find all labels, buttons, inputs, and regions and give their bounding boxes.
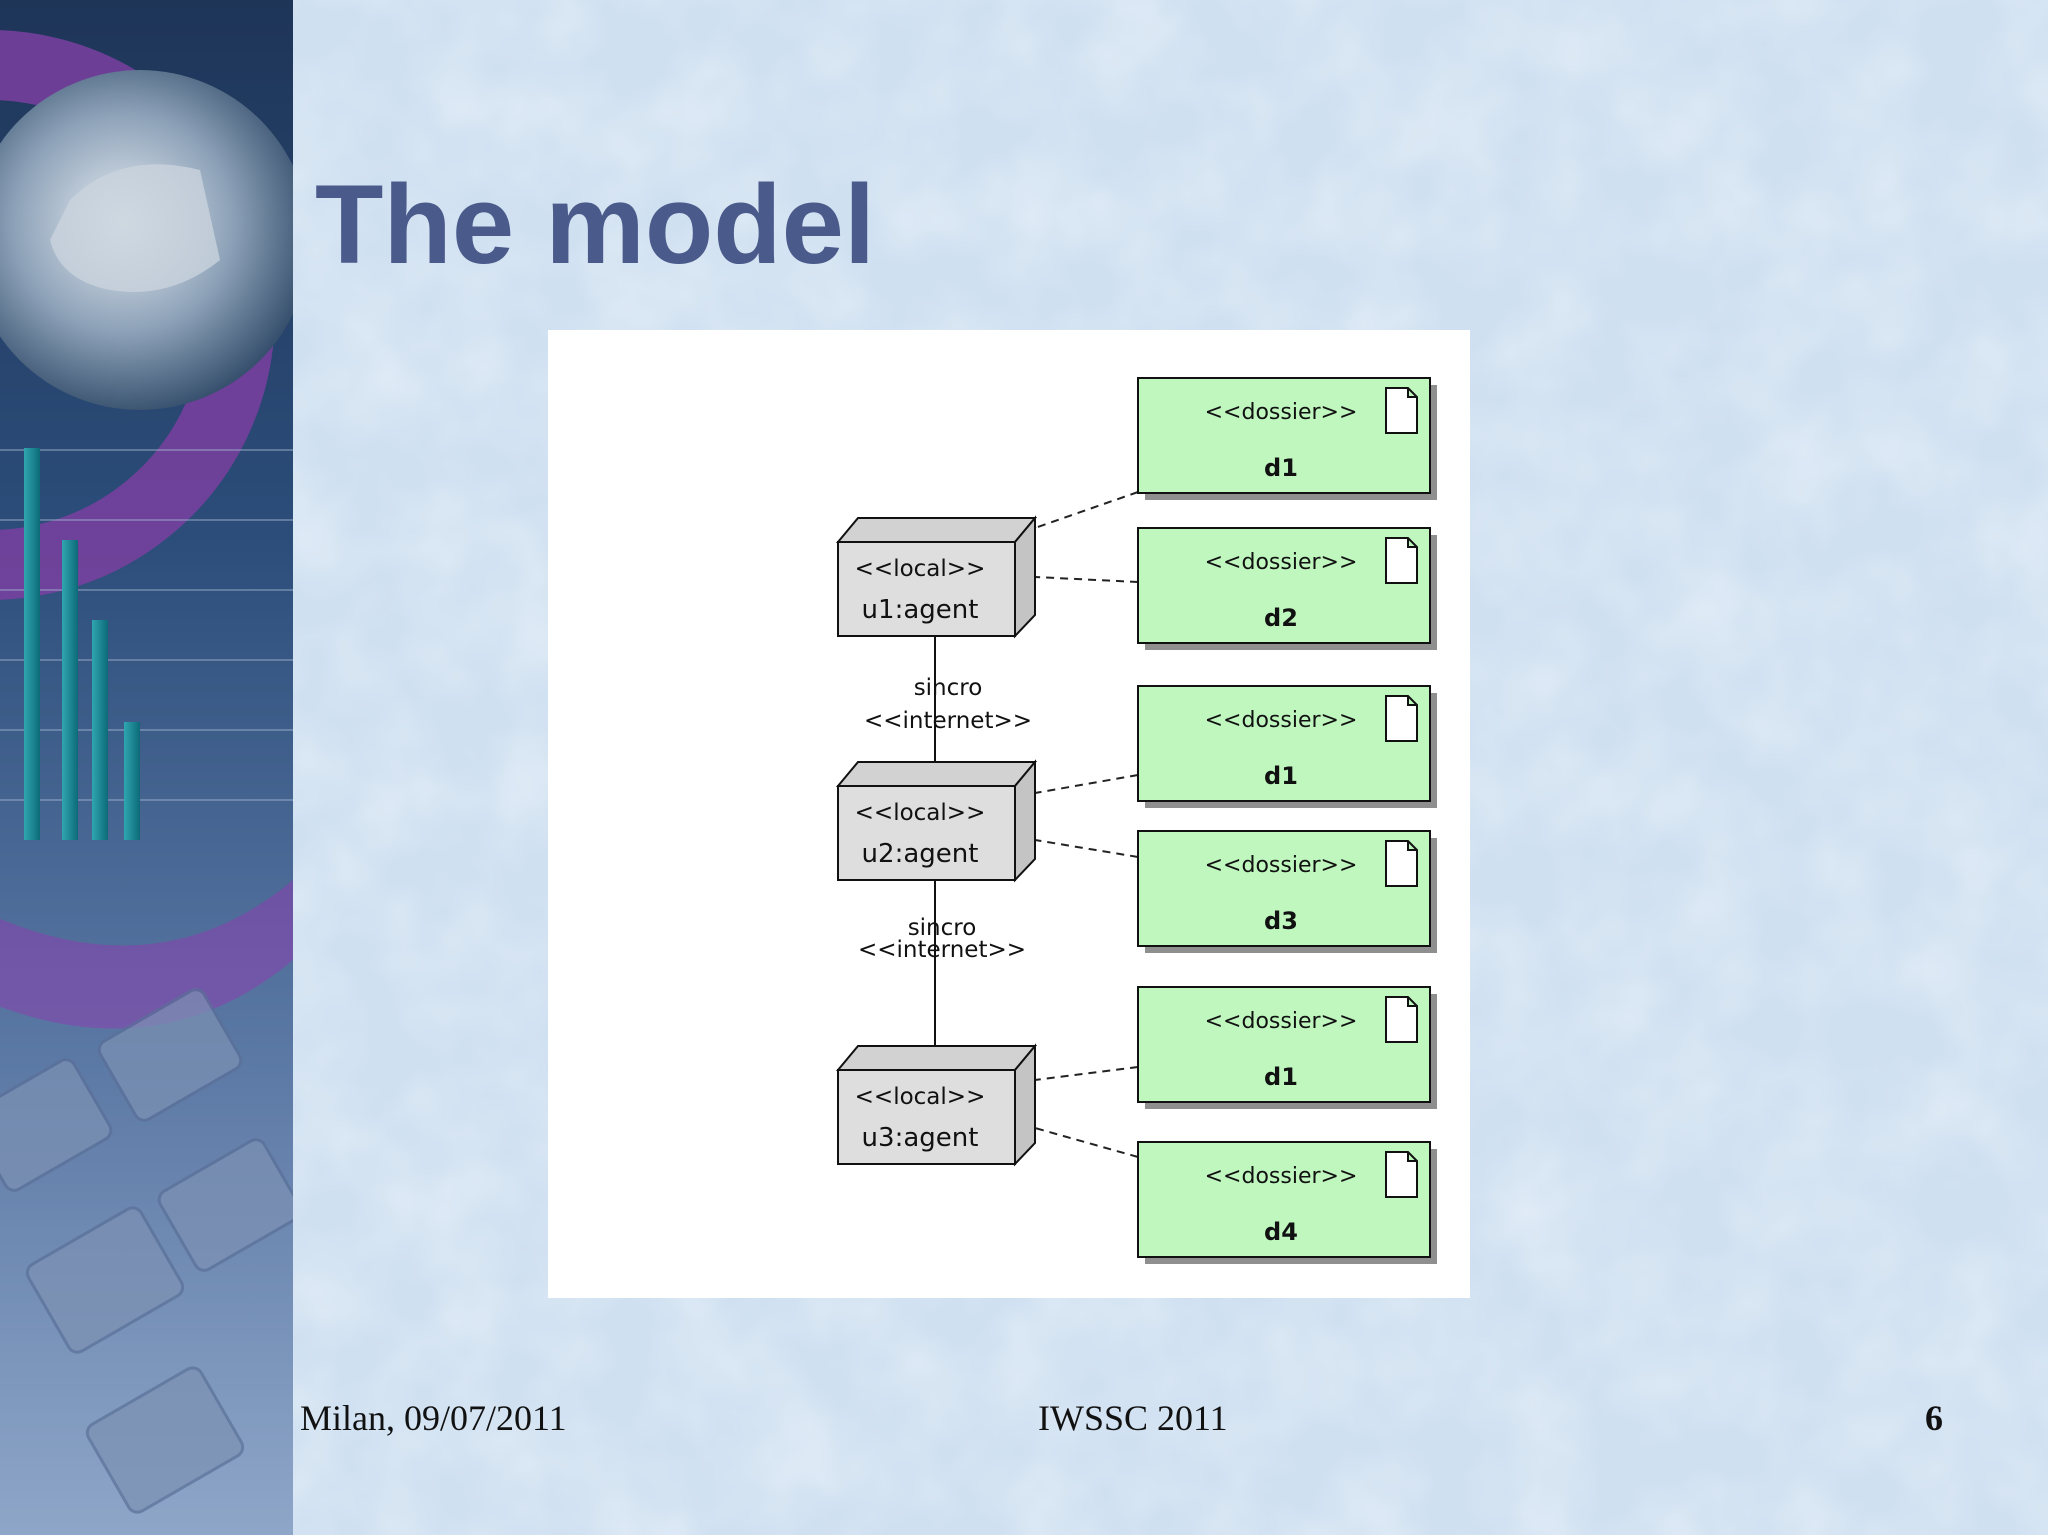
- dossier-name: d1: [1264, 1063, 1298, 1091]
- document-icon: [1385, 695, 1418, 742]
- dependency-arrow: [1035, 774, 1139, 793]
- page-number: 6: [1925, 1398, 1943, 1438]
- uml-diagram: sincro <<internet>> sincro <<internet>>: [548, 330, 1470, 1298]
- dossier-stereotype: <<dossier>>: [1205, 550, 1358, 575]
- dependency-arrow: [1035, 491, 1139, 528]
- document-icon: [1385, 840, 1418, 887]
- document-icon: [1385, 1151, 1418, 1198]
- dependency-arrow: [1035, 1128, 1139, 1158]
- dossier-card: <<dossier>> d3: [1137, 830, 1437, 953]
- dossier-card: <<dossier>> d4: [1137, 1141, 1437, 1264]
- link-u1-u2-name: sincro: [914, 675, 983, 701]
- dossier-name: d1: [1264, 454, 1298, 482]
- document-icon: [1385, 996, 1418, 1043]
- dependency-arrow: [1035, 840, 1139, 858]
- link-u2-u3-stereotype: <<internet>>: [858, 937, 1026, 963]
- node-name: u2:agent: [862, 839, 979, 869]
- footer-conference: IWSSC 2011: [1038, 1398, 1228, 1438]
- sidebar-decoration: [0, 0, 293, 1535]
- dossier-stereotype: <<dossier>>: [1205, 853, 1358, 878]
- dependency-arrow: [1035, 577, 1139, 582]
- node-u2-agent: <<local>> u2:agent: [835, 759, 1038, 883]
- dossier-card: <<dossier>> d2: [1137, 527, 1437, 650]
- dossier-name: d1: [1264, 762, 1298, 790]
- dossier-name: d2: [1264, 604, 1298, 632]
- document-icon: [1385, 537, 1418, 584]
- link-u1-u2-stereotype: <<internet>>: [864, 708, 1032, 734]
- node-stereotype: <<local>>: [855, 800, 986, 826]
- dossier-stereotype: <<dossier>>: [1205, 1164, 1358, 1189]
- dossier-name: d3: [1264, 907, 1298, 935]
- node-u1-agent: <<local>> u1:agent: [835, 515, 1038, 639]
- link-u1-u2: sincro <<internet>>: [864, 675, 1032, 734]
- document-icon: [1385, 387, 1418, 434]
- dependency-arrow: [1035, 1066, 1139, 1080]
- link-u2-u3: sincro <<internet>>: [858, 915, 1026, 963]
- node-stereotype: <<local>>: [855, 556, 986, 582]
- footer-location-date: Milan, 09/07/2011: [300, 1398, 567, 1438]
- dossier-card: <<dossier>> d1: [1137, 986, 1437, 1109]
- dossier-stereotype: <<dossier>>: [1205, 1009, 1358, 1034]
- dossier-stereotype: <<dossier>>: [1205, 400, 1358, 425]
- dossier-name: d4: [1264, 1218, 1298, 1246]
- dossier-card: <<dossier>> d1: [1137, 377, 1437, 500]
- node-name: u1:agent: [862, 595, 979, 625]
- slide-title: The model: [315, 162, 876, 287]
- node-u3-agent: <<local>> u3:agent: [835, 1043, 1038, 1167]
- node-name: u3:agent: [862, 1123, 979, 1153]
- node-stereotype: <<local>>: [855, 1084, 986, 1110]
- dossier-stereotype: <<dossier>>: [1205, 708, 1358, 733]
- dossier-card: <<dossier>> d1: [1137, 685, 1437, 808]
- link-u2-u3-name: sincro: [908, 915, 977, 941]
